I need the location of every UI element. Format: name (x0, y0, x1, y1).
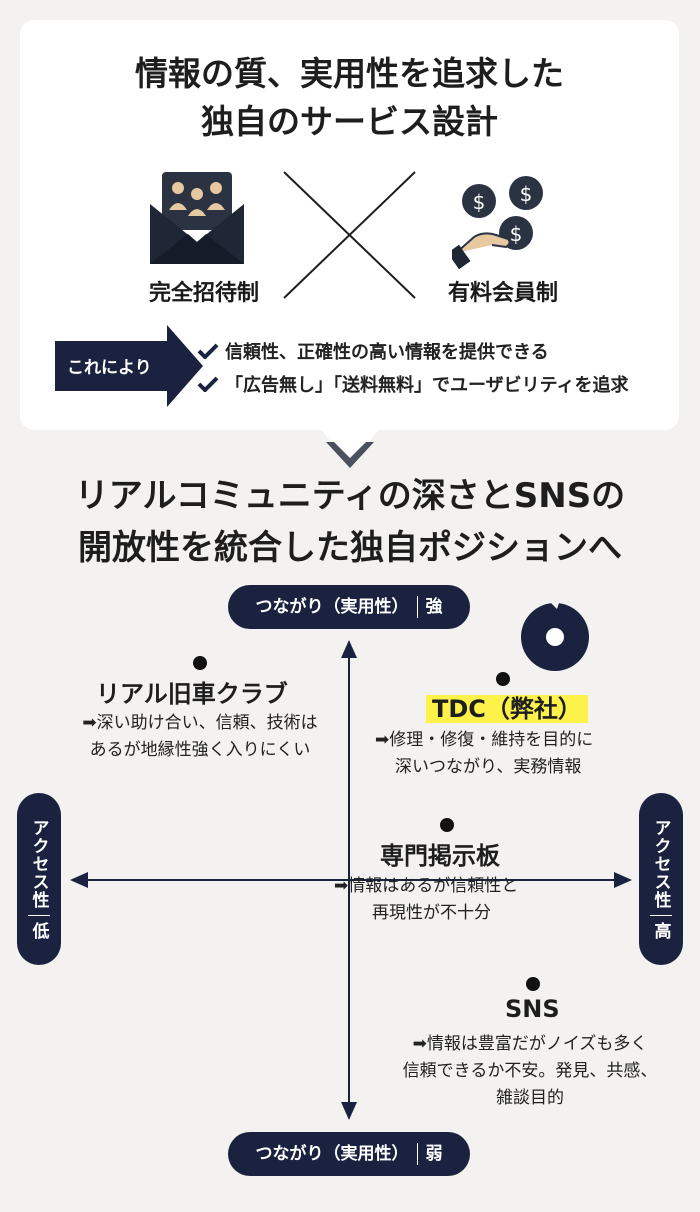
position-dot (193, 656, 207, 670)
feature-paid-membership: 有料会員制 (447, 281, 558, 306)
position-title-real-club: リアル旧車クラブ (96, 680, 288, 708)
axis-right-label: アクセス性 高 (639, 793, 683, 965)
check-icon (197, 376, 219, 392)
axis-top-label: つながり（実用性）強 (228, 585, 470, 629)
position-desc-sns: ➡情報は豊富だがノイズも多く 信頼できるか不安。発見、共感、 雑談目的 (402, 1034, 658, 1108)
feature-invitation-only: 完全招待制 (148, 281, 259, 306)
result-arrow-tag: これにより (55, 325, 203, 407)
svg-text:$: $ (473, 190, 486, 214)
positioning-headline: リアルコミュニティの深さとSNSの 開放性を統合した独自ポジションへ (74, 476, 626, 568)
service-design-card: 情報の質、実用性を追求した 独自のサービス設計 $ $ (20, 20, 679, 430)
position-desc-real-club: ➡深い助け合い、信頼、技術は あるが地縁性強く入りにくい (82, 713, 318, 760)
axis-bottom-label: つながり（実用性）弱 (228, 1132, 470, 1176)
position-dot (440, 818, 454, 832)
position-dot (526, 977, 540, 991)
benefit-item: 信頼性、正確性の高い情報を提供できる (197, 338, 549, 364)
benefit-item: 「広告無し」「送料無料」でユーザビリティを追求 (197, 371, 629, 397)
position-desc-tdc: ➡修理・修復・維持を目的に 深いつながり、実務情報 (375, 730, 594, 777)
down-notch-icon (320, 428, 380, 468)
invitation-envelope-icon (148, 172, 246, 267)
position-title-forum: 専門掲示板 (380, 842, 500, 870)
position-desc-forum: ➡情報はあるが信頼性と 再現性が不十分 (334, 876, 519, 923)
arrow-tag-label: これにより (67, 358, 152, 378)
cross-mark (282, 170, 417, 300)
svg-text:$: $ (520, 182, 533, 206)
svg-text:$: $ (510, 222, 523, 246)
card-title: 情報の質、実用性を追求した 独自のサービス設計 (135, 54, 564, 141)
position-dot (496, 672, 510, 686)
check-icon (197, 343, 219, 359)
paying-coins-icon: $ $ $ (452, 175, 552, 270)
position-title-tdc: TDC（弊社） (426, 689, 588, 724)
axis-left-label: アクセス性 低 (17, 793, 61, 965)
position-title-sns: SNS (505, 995, 560, 1023)
tdc-ring-logo-icon (521, 603, 589, 671)
